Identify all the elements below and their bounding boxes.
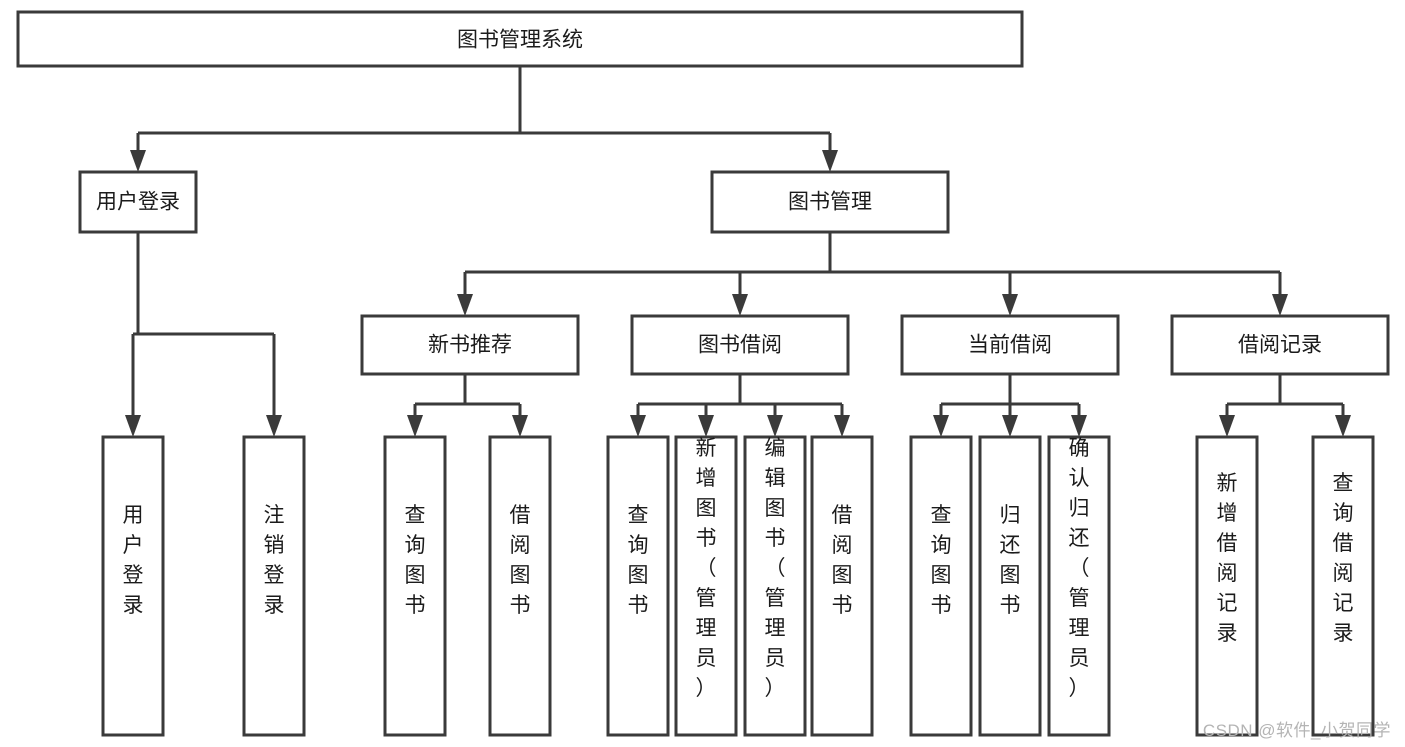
arrow-user-login-leaf1-icon <box>125 415 141 437</box>
leaf-current-borrow-2-box[interactable] <box>978 435 1042 737</box>
arrow-book-borrow-leaf4-icon <box>834 415 850 437</box>
node-book-manage[interactable]: 图书管理 <box>710 170 950 234</box>
arrow-root-to-book-manage-icon <box>822 150 838 172</box>
leaf-user-login-1-label: 用户登录 <box>123 504 144 617</box>
leaf-user-login-2-label: 注销登录 <box>264 504 285 617</box>
node-borrow-record-box[interactable] <box>1170 314 1390 376</box>
node-book-borrow-label: 图书借阅 <box>698 334 782 357</box>
node-current-borrow-box[interactable] <box>900 314 1120 376</box>
leaf-book-borrow-4[interactable]: 借阅图书 <box>810 435 874 737</box>
leaf-user-login-1-box[interactable] <box>101 435 165 737</box>
leaf-book-borrow-3-box[interactable] <box>743 435 807 737</box>
leaf-current-borrow-3-label: 确认归还（管理员） <box>1069 437 1090 700</box>
leaf-borrow-record-2-box[interactable] <box>1311 435 1375 737</box>
node-current-borrow[interactable]: 当前借阅 <box>900 314 1120 376</box>
leaf-new-book-2-label: 借阅图书 <box>510 504 531 617</box>
leaf-book-borrow-3[interactable]: 编辑图书（管理员） <box>743 435 807 737</box>
leaf-book-borrow-1[interactable]: 查询图书 <box>606 435 670 737</box>
leaf-current-borrow-1[interactable]: 查询图书 <box>909 435 973 737</box>
arrow-book-borrow-leaf2-icon <box>698 415 714 437</box>
arrow-borrow-record-leaf1-icon <box>1219 415 1235 437</box>
node-borrow-record-label: 借阅记录 <box>1238 334 1322 357</box>
arrow-current-borrow-leaf2-icon <box>1002 415 1018 437</box>
leaf-new-book-1-label: 查询图书 <box>405 504 426 617</box>
node-book-borrow[interactable]: 图书借阅 <box>630 314 850 376</box>
arrow-to-new-book-icon <box>457 294 473 316</box>
leaf-new-book-1[interactable]: 查询图书 <box>383 435 447 737</box>
node-borrow-record[interactable]: 借阅记录 <box>1170 314 1390 376</box>
leaf-user-login-2-box[interactable] <box>242 435 306 737</box>
leaf-current-borrow-3-box[interactable] <box>1047 435 1111 737</box>
node-root-label: 图书管理系统 <box>457 29 583 52</box>
leaf-book-borrow-3-label: 编辑图书（管理员） <box>765 437 786 700</box>
node-current-borrow-label: 当前借阅 <box>968 334 1052 357</box>
leaf-new-book-2-box[interactable] <box>488 435 552 737</box>
arrow-new-book-leaf1-icon <box>407 415 423 437</box>
leaf-book-borrow-2-box[interactable] <box>674 435 738 737</box>
leaf-book-borrow-1-box[interactable] <box>606 435 670 737</box>
node-user-login-label: 用户登录 <box>96 191 180 214</box>
node-new-book-recommend-box[interactable] <box>360 314 580 376</box>
leaf-current-borrow-3[interactable]: 确认归还（管理员） <box>1047 435 1111 737</box>
leaf-current-borrow-1-label: 查询图书 <box>931 504 952 617</box>
node-book-manage-box[interactable] <box>710 170 950 234</box>
node-book-borrow-box[interactable] <box>630 314 850 376</box>
leaf-book-borrow-4-label: 借阅图书 <box>832 504 853 617</box>
leaf-current-borrow-2-label: 归还图书 <box>1000 504 1021 617</box>
arrow-current-borrow-leaf3-icon <box>1071 415 1087 437</box>
arrow-to-book-borrow-icon <box>732 294 748 316</box>
leaf-current-borrow-1-box[interactable] <box>909 435 973 737</box>
leaf-user-login-2[interactable]: 注销登录 <box>242 435 306 737</box>
leaf-borrow-record-1-label: 新增借阅记录 <box>1217 472 1238 645</box>
node-book-manage-label: 图书管理 <box>788 191 872 214</box>
leaf-borrow-record-2[interactable]: 查询借阅记录 <box>1311 435 1375 737</box>
arrow-book-borrow-leaf1-icon <box>630 415 646 437</box>
arrow-to-current-borrow-icon <box>1002 294 1018 316</box>
leaf-user-login-1[interactable]: 用户登录 <box>101 435 165 737</box>
arrow-user-login-leaf2-icon <box>266 415 282 437</box>
arrow-book-borrow-leaf3-icon <box>767 415 783 437</box>
leaf-book-borrow-1-label: 查询图书 <box>628 504 649 617</box>
arrow-new-book-leaf2-icon <box>512 415 528 437</box>
node-new-book-recommend-label: 新书推荐 <box>428 334 512 357</box>
leaf-book-borrow-2-label: 新增图书（管理员） <box>696 437 717 700</box>
leaf-current-borrow-2[interactable]: 归还图书 <box>978 435 1042 737</box>
arrow-borrow-record-leaf2-icon <box>1335 415 1351 437</box>
leaf-new-book-2[interactable]: 借阅图书 <box>488 435 552 737</box>
node-user-login-box[interactable] <box>78 170 198 234</box>
node-root-box[interactable] <box>16 10 1024 68</box>
leaf-book-borrow-4-box[interactable] <box>810 435 874 737</box>
node-user-login[interactable]: 用户登录 <box>78 170 198 234</box>
leaf-book-borrow-2[interactable]: 新增图书（管理员） <box>674 435 738 737</box>
connector-layer <box>125 66 1351 437</box>
leaf-borrow-record-1[interactable]: 新增借阅记录 <box>1195 435 1259 737</box>
arrow-root-to-user-login-icon <box>130 150 146 172</box>
leaf-borrow-record-2-label: 查询借阅记录 <box>1333 472 1354 645</box>
node-new-book-recommend[interactable]: 新书推荐 <box>360 314 580 376</box>
leaf-borrow-record-1-box[interactable] <box>1195 435 1259 737</box>
node-root[interactable]: 图书管理系统 <box>16 10 1024 68</box>
arrow-to-borrow-record-icon <box>1272 294 1288 316</box>
arrow-current-borrow-leaf1-icon <box>933 415 949 437</box>
leaf-new-book-1-box[interactable] <box>383 435 447 737</box>
